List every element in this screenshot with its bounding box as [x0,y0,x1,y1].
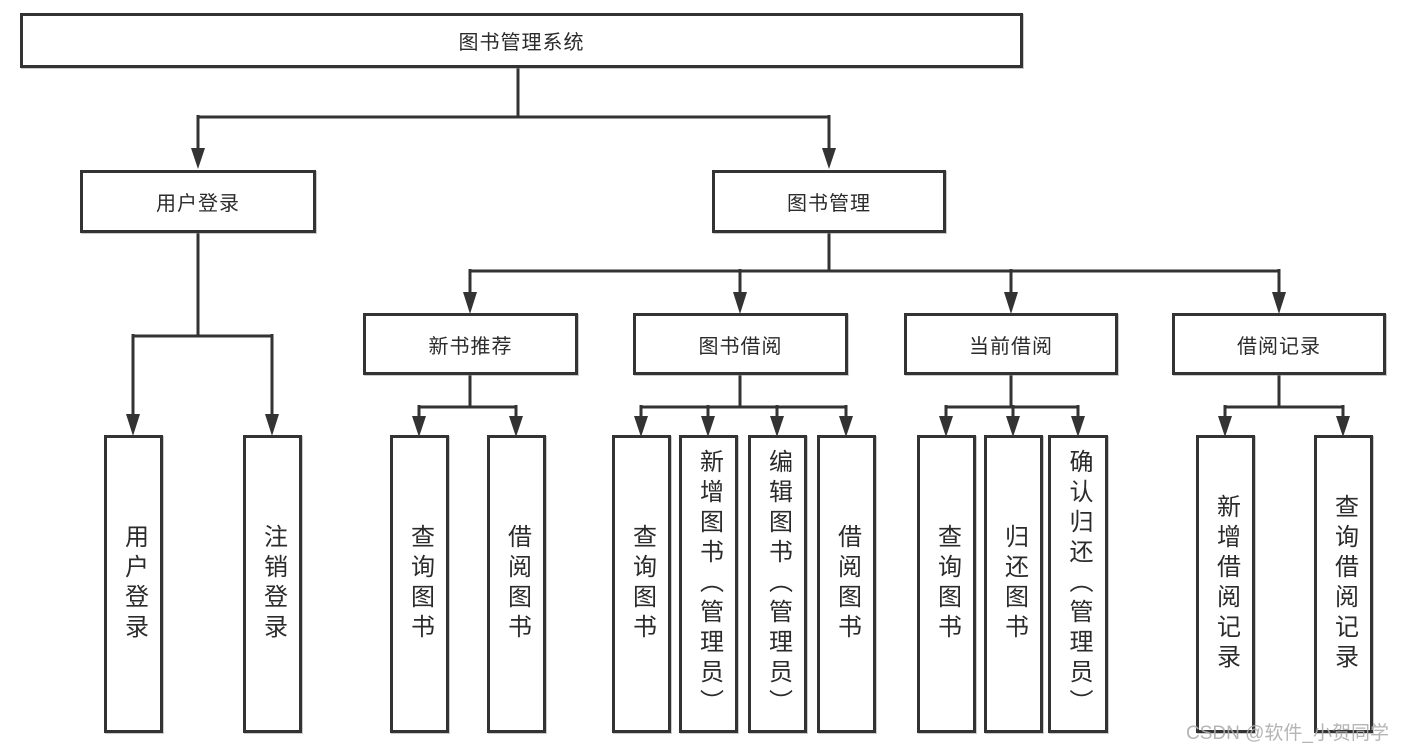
leaf-logout: 注销登录 [243,435,302,733]
leaf-return-book: 归还图书 [984,435,1043,733]
leaf-query-book-current: 查询图书 [917,435,976,733]
node-label: 当前借阅 [969,335,1053,358]
node-label: 图书借阅 [698,335,783,358]
leaf-user-login: 用户登录 [104,435,163,733]
leaf-confirm-return-admin: 确认归还（管理员） [1048,435,1108,733]
node-label: 查询图书 [933,524,961,644]
leaf-query-book-recommend: 查询图书 [390,435,449,733]
leaf-add-book-admin: 新增图书（管理员） [679,435,738,733]
node-label: 借阅记录 [1237,335,1321,358]
node-label: 用户登录 [156,193,240,215]
node-new-book-recommend: 新书推荐 [363,313,578,375]
node-book-borrow: 图书借阅 [633,313,848,375]
node-label: 借阅图书 [833,524,861,644]
arrow-down-icons [126,148,1350,437]
leaf-query-book-borrow: 查询图书 [612,435,671,733]
node-user-login: 用户登录 [80,170,316,233]
node-label: 查询图书 [406,524,434,644]
node-borrow-record: 借阅记录 [1172,313,1386,375]
node-label: 用户登录 [120,524,148,644]
leaf-query-borrow-record: 查询借阅记录 [1314,435,1373,733]
node-label: 编辑图书（管理员） [764,449,792,719]
node-book-management: 图书管理 [712,170,946,233]
node-label: 图书管理 [787,193,871,215]
leaf-edit-book-admin: 编辑图书（管理员） [748,435,807,733]
node-label: 图书管理系统 [458,32,585,54]
node-label: 注销登录 [259,524,287,644]
node-root-system: 图书管理系统 [20,13,1023,68]
node-label: 查询借阅记录 [1330,494,1358,674]
node-label: 查询图书 [628,524,656,644]
leaf-borrow-book-recommend: 借阅图书 [487,435,546,733]
node-label: 确认归还（管理员） [1065,449,1092,719]
node-label: 借阅图书 [503,524,531,644]
node-current-borrow: 当前借阅 [904,313,1118,375]
node-label: 归还图书 [1000,524,1028,644]
leaf-borrow-book: 借阅图书 [817,435,876,733]
csdn-watermark: CSDN @软件_小贺同学 [1186,723,1389,744]
leaf-add-borrow-record: 新增借阅记录 [1196,435,1255,733]
node-label: 新增图书（管理员） [695,449,723,719]
node-label: 新书推荐 [428,335,513,358]
node-label: 新增借阅记录 [1212,494,1240,674]
